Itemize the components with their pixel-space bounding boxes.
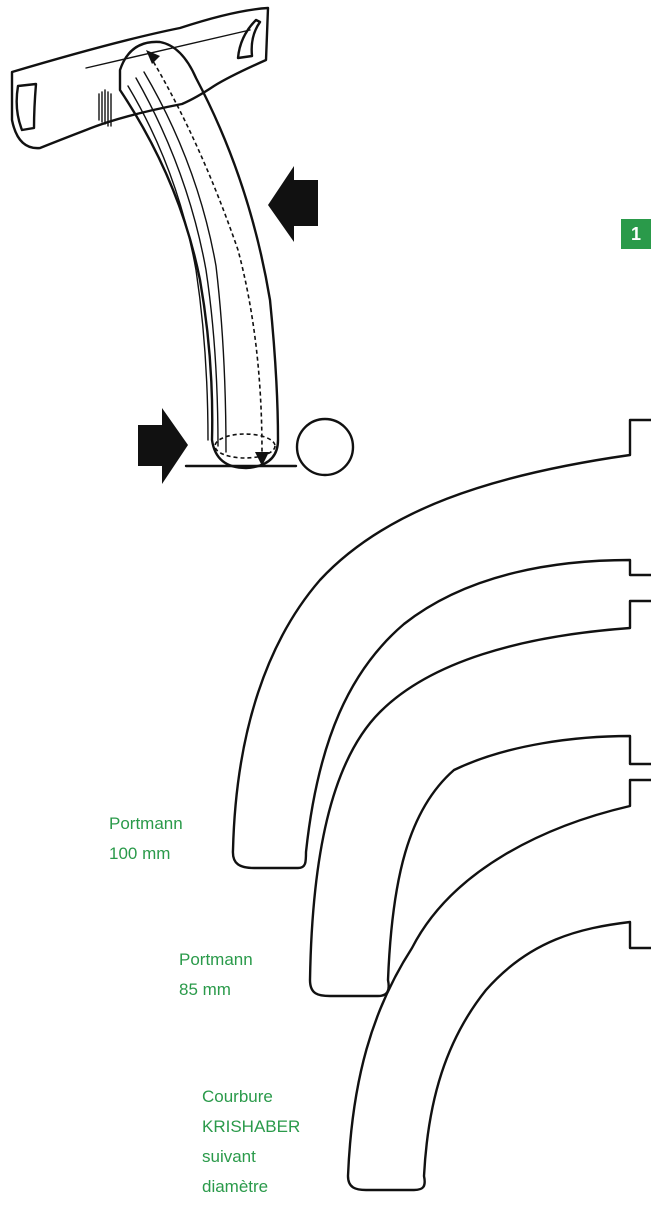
grip-ridges [98,89,112,127]
label-line: KRISHABER [202,1117,301,1136]
sizing-circle-icon [295,417,355,477]
label-portmann-85: Portmann 85 mm [179,945,253,1005]
page-number-badge: 1 [621,219,651,249]
label-line: 85 mm [179,980,231,999]
insertion-path-arrow [149,55,263,453]
flange-slot-left [15,82,38,132]
curve-template-portmann-85 [308,599,651,998]
push-arrow-icon [138,408,188,484]
curve-template-krishaber [346,778,651,1192]
label-line: Portmann [179,950,253,969]
cannula-illustration [10,6,355,484]
label-portmann-100: Portmann 100 mm [109,809,183,869]
flange-slot-right [236,18,262,60]
cannula-tube [118,40,280,470]
label-line: 100 mm [109,844,171,863]
push-arrow-icon [268,166,318,242]
curve-template-portmann-100 [231,418,651,870]
label-line: suivant [202,1147,256,1166]
label-line: diamètre [202,1177,269,1196]
neck-flange [10,6,270,150]
label-line: Courbure [202,1087,273,1106]
label-line: Portmann [109,814,183,833]
label-krishaber: Courbure KRISHABER suivant diamètre [202,1082,300,1202]
